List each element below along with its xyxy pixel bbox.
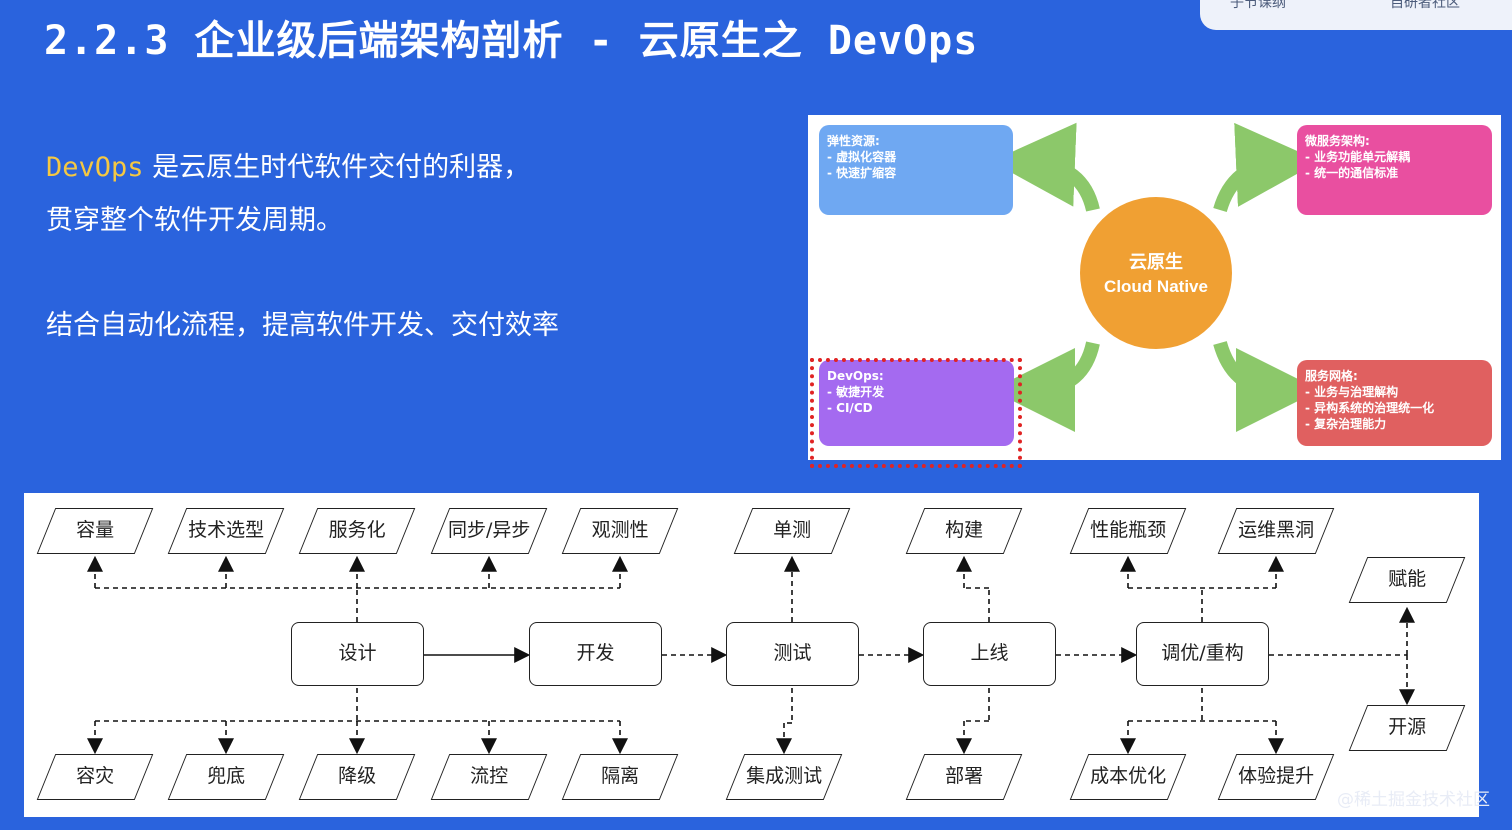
label-rate-limit: 流控 — [430, 754, 548, 800]
process-tune-refactor: 调优/重构 — [1136, 622, 1269, 686]
slide-title: 2.2.3 企业级后端架构剖析 - 云原生之 DevOps — [44, 18, 979, 64]
label-ops-blackhole: 运维黑洞 — [1217, 508, 1335, 554]
process-develop: 开发 — [529, 622, 662, 686]
intro-line-2: 贯穿整个软件开发周期。 — [46, 205, 343, 236]
cloud-native-arrows — [991, 122, 1320, 432]
arrow-to-devops — [991, 341, 1100, 432]
devops-item: - CI/CD — [827, 401, 873, 415]
label-open-source: 开源 — [1348, 705, 1466, 751]
devops-flow-chart: 设计 开发 测试 上线 调优/重构 容量 技术选型 服务化 同步/异步 观测性 … — [24, 493, 1479, 817]
devops-title: DevOps: — [827, 369, 884, 383]
site-watermark: @稀土掘金技术社区 — [1337, 790, 1490, 810]
mesh-item: - 异构系统的治理统一化 — [1305, 401, 1435, 415]
arrow-to-elastic — [991, 122, 1100, 212]
cloud-native-center: 云原生 Cloud Native — [1080, 197, 1232, 349]
microservice-item: - 业务功能单元解耦 — [1305, 150, 1411, 164]
elastic-title: 弹性资源: — [827, 134, 880, 148]
intro-line-1: DevOps 是云原生时代软件交付的利器， — [46, 145, 530, 184]
center-label-en: Cloud Native — [1104, 277, 1208, 296]
mesh-title: 服务网格: — [1305, 369, 1358, 383]
service-mesh-box: 服务网格: - 业务与治理解构 - 异构系统的治理统一化 - 复杂治理能力 — [1297, 360, 1492, 446]
intro-line-3: 结合自动化流程，提高软件开发、交付效率 — [46, 310, 559, 341]
devops-highlight: DevOps — [46, 152, 144, 183]
arrow-to-microservice — [1213, 122, 1320, 213]
flow-connectors — [87, 555, 1415, 755]
label-isolation: 隔离 — [561, 754, 679, 800]
label-disaster-recovery: 容灾 — [36, 754, 154, 800]
corner-tab[interactable]: 子节课纲 自研者社区 — [1200, 0, 1512, 30]
corner-tab-right-label[interactable]: 自研者社区 — [1390, 0, 1460, 11]
process-design: 设计 — [291, 622, 424, 686]
process-online: 上线 — [923, 622, 1056, 686]
mesh-item: - 复杂治理能力 — [1305, 417, 1387, 431]
microservice-box: 微服务架构: - 业务功能单元解耦 - 统一的通信标准 — [1297, 125, 1492, 215]
devops-highlight-frame — [810, 358, 1022, 468]
label-empower: 赋能 — [1348, 557, 1466, 603]
elastic-item: - 快速扩缩容 — [827, 166, 897, 180]
label-capacity: 容量 — [36, 508, 154, 554]
label-tech-selection: 技术选型 — [167, 508, 285, 554]
label-observability: 观测性 — [561, 508, 679, 554]
microservice-item: - 统一的通信标准 — [1305, 166, 1399, 180]
intro-line-1-text: 是云原生时代软件交付的利器， — [143, 152, 531, 183]
devops-item: - 敏捷开发 — [827, 385, 885, 399]
process-test: 测试 — [726, 622, 859, 686]
label-ux-improvement: 体验提升 — [1217, 754, 1335, 800]
label-build: 构建 — [905, 508, 1023, 554]
arrow-to-mesh — [1213, 340, 1320, 432]
label-sync-async: 同步/异步 — [430, 508, 548, 554]
label-cost-optimization: 成本优化 — [1069, 754, 1187, 800]
elastic-item: - 虚拟化容器 — [827, 150, 897, 164]
label-unit-test: 单测 — [733, 508, 851, 554]
center-label-cn: 云原生 — [1129, 252, 1183, 273]
elastic-resource-box: 弹性资源: - 虚拟化容器 - 快速扩缩容 — [819, 125, 1013, 215]
label-servitization: 服务化 — [298, 508, 416, 554]
label-deploy: 部署 — [905, 754, 1023, 800]
microservice-title: 微服务架构: — [1305, 134, 1370, 148]
label-perf-bottleneck: 性能瓶颈 — [1069, 508, 1187, 554]
label-degrade: 降级 — [298, 754, 416, 800]
cloud-native-diagram: 弹性资源: - 虚拟化容器 - 快速扩缩容 微服务架构: - 业务功能单元解耦 … — [808, 115, 1501, 468]
label-integration-test: 集成测试 — [725, 754, 843, 800]
devops-box: DevOps: - 敏捷开发 - CI/CD — [819, 360, 1014, 446]
label-fallback: 兜底 — [167, 754, 285, 800]
mesh-item: - 业务与治理解构 — [1305, 385, 1399, 399]
corner-tab-left-label[interactable]: 子节课纲 — [1230, 0, 1286, 11]
